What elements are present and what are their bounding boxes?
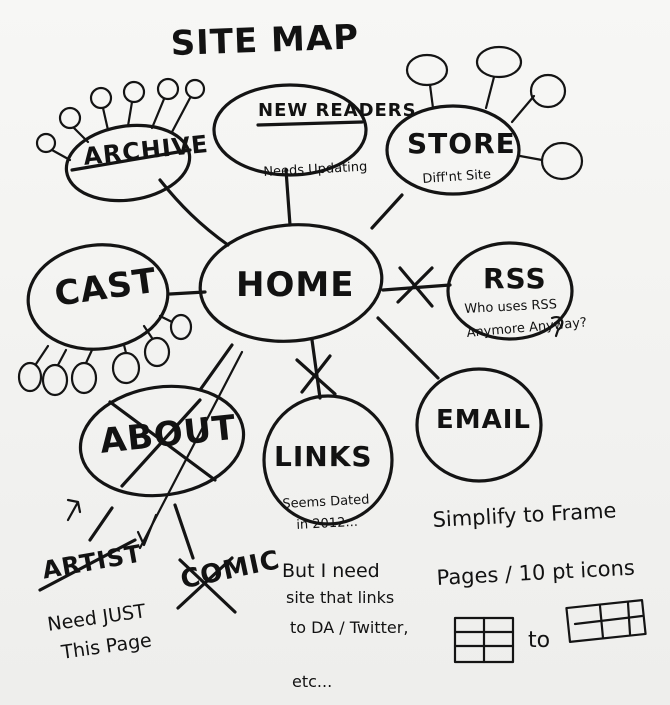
node-email-label: EMAIL <box>436 405 531 435</box>
node-rss-ellipse <box>446 241 574 341</box>
simplify-to-label: to <box>528 628 551 653</box>
cast-subpages <box>17 313 193 397</box>
cross-edge-links <box>295 354 337 396</box>
node-newreaders-ellipse <box>212 83 368 177</box>
arrow-about-artist <box>136 513 158 547</box>
rss-question-mark <box>550 316 564 338</box>
node-links-note-2: in 2012... <box>296 514 359 533</box>
node-links-ellipse <box>262 394 394 526</box>
page-title: SITE MAP <box>170 17 360 64</box>
node-rss-label: RSS <box>483 262 547 295</box>
node-store-ellipse <box>385 104 521 196</box>
cross-about <box>108 398 217 488</box>
node-about-ellipse <box>78 384 246 498</box>
cross-edge-rss <box>396 266 434 308</box>
store-subpages <box>405 45 584 181</box>
edge-home-about <box>198 343 234 392</box>
node-cast-ellipse <box>26 243 170 351</box>
node-newreaders-label: NEW READERS <box>258 100 417 121</box>
links-note-line-1: But I need <box>282 560 380 582</box>
strike-archive <box>70 148 192 172</box>
node-store-label: STORE <box>407 127 516 160</box>
edge-about-comic <box>173 503 195 560</box>
edge-home-archive <box>158 178 230 247</box>
arrow-to-artist <box>66 498 82 522</box>
edge-home-store <box>370 193 404 230</box>
links-note-line-2: site that links <box>286 588 395 607</box>
sketch-table-before <box>453 616 515 664</box>
node-home-label: HOME <box>236 265 355 305</box>
strike-newreaders <box>256 120 364 127</box>
edge-home-newreaders <box>284 168 292 227</box>
cross-artist <box>38 538 137 592</box>
node-archive-ellipse <box>64 123 192 203</box>
edge-home-email <box>376 316 440 380</box>
edge-home-links <box>310 338 322 400</box>
node-links-label: LINKS <box>274 440 373 473</box>
node-email-ellipse <box>415 367 543 483</box>
archive-subpages <box>35 77 206 162</box>
cross-comic <box>176 556 237 614</box>
links-note-line-4: etc... <box>292 672 333 691</box>
links-note-line-3: to DA / Twitter, <box>290 618 409 637</box>
sketch-table-after <box>565 599 647 643</box>
edge-about-artist <box>88 506 114 542</box>
node-home-ellipse <box>198 223 384 343</box>
